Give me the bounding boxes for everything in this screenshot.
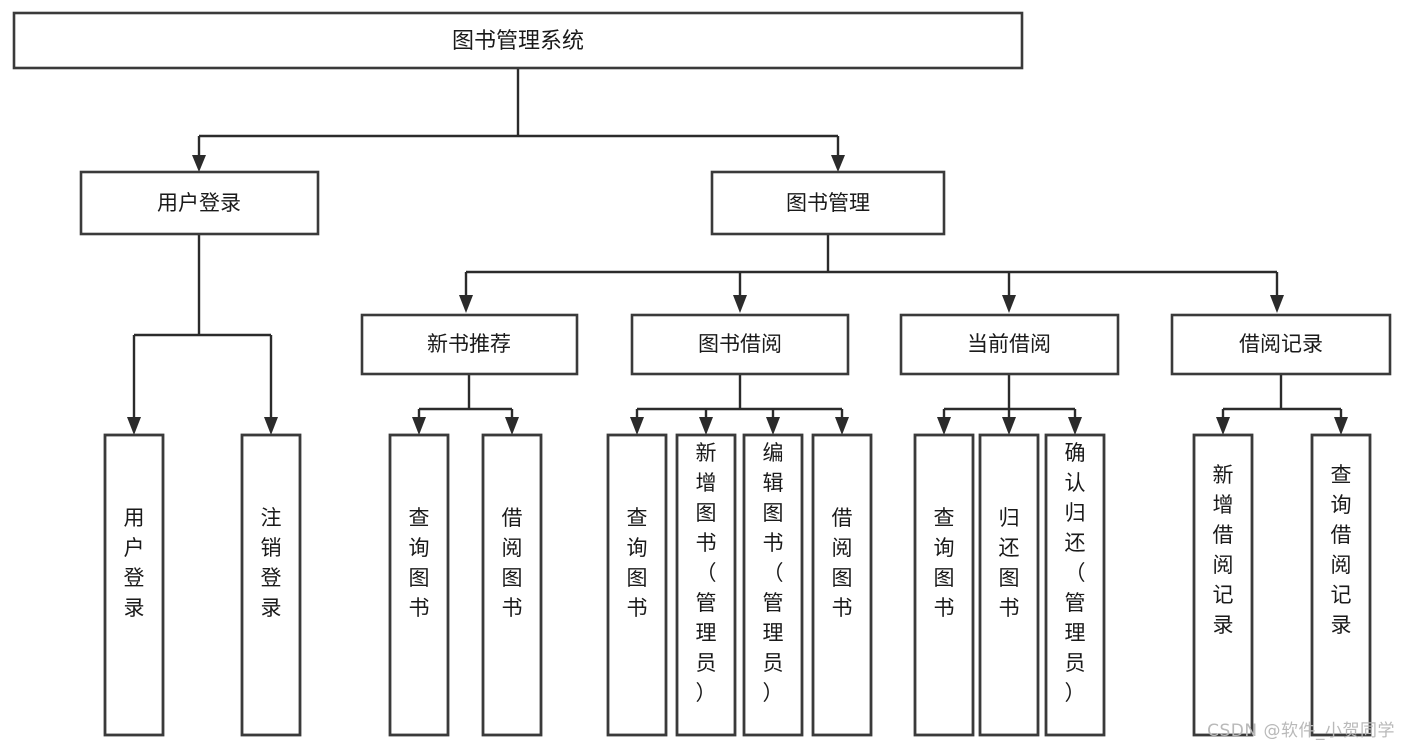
leaf-query-record-label: 查询借阅记录 — [1331, 463, 1352, 637]
new-book-recommend-label: 新书推荐 — [427, 332, 511, 356]
new-book-recommend-box[interactable] — [360, 313, 579, 376]
node-user-login[interactable]: 用户登录 — [79, 170, 320, 236]
arrowhead-book-management — [831, 155, 845, 172]
root-label: 图书管理系统 — [452, 29, 584, 54]
user-login-label: 用户登录 — [157, 191, 241, 215]
leaf-add-record[interactable]: 新增借阅记录 — [1192, 433, 1254, 737]
leaf-borrow-book-2-box[interactable] — [811, 433, 873, 737]
book-borrow-box[interactable] — [630, 313, 850, 376]
arrowhead-leaf-logout — [264, 417, 278, 435]
book-borrow-label: 图书借阅 — [698, 332, 782, 356]
leaf-borrow-book-1[interactable]: 借阅图书 — [481, 433, 543, 737]
arrowhead-leaf-query-book-1 — [412, 417, 426, 435]
current-borrow-label: 当前借阅 — [967, 332, 1051, 356]
leaf-logout-box[interactable] — [240, 433, 302, 737]
arrowhead-leaf-add-record — [1216, 417, 1230, 435]
leaf-edit-book-label: 编辑图书（管理员） — [763, 441, 784, 705]
leaf-return-book-label: 归还图书 — [999, 506, 1020, 620]
borrow-record-box[interactable] — [1170, 313, 1392, 376]
book-management-label: 图书管理 — [786, 191, 870, 215]
node-current-borrow[interactable]: 当前借阅 — [899, 313, 1120, 376]
arrowhead-leaf-confirm-return — [1068, 417, 1082, 435]
arrowhead-user-login — [192, 155, 206, 172]
node-new-book-recommend[interactable]: 新书推荐 — [360, 313, 579, 376]
arrowhead-leaf-query-book-2 — [630, 417, 644, 435]
leaf-add-book[interactable]: 新增图书（管理员） — [675, 433, 737, 737]
leaf-query-book-2-label: 查询图书 — [627, 506, 648, 620]
arrowhead-leaf-return-book — [1002, 417, 1016, 435]
leaf-confirm-return[interactable]: 确认归还（管理员） — [1044, 433, 1106, 737]
leaf-add-book-label: 新增图书（管理员） — [696, 441, 717, 705]
leaf-query-book-1-label: 查询图书 — [409, 506, 430, 620]
arrowhead-leaf-query-book-3 — [937, 417, 951, 435]
node-book-borrow[interactable]: 图书借阅 — [630, 313, 850, 376]
leaf-confirm-return-label: 确认归还（管理员） — [1065, 441, 1086, 705]
leaf-user-login-box[interactable] — [103, 433, 165, 737]
leaf-query-book-3-box[interactable] — [913, 433, 975, 737]
arrowhead-leaf-borrow-book-1 — [505, 417, 519, 435]
arrowhead-leaf-borrow-book-2 — [835, 417, 849, 435]
arrowhead-borrow-record — [1270, 295, 1284, 313]
book-management-box[interactable] — [710, 170, 946, 236]
leaf-query-book-3-label: 查询图书 — [934, 506, 955, 620]
arrowhead-leaf-edit-book — [766, 417, 780, 435]
node-borrow-record[interactable]: 借阅记录 — [1170, 313, 1392, 376]
current-borrow-box[interactable] — [899, 313, 1120, 376]
arrowhead-leaf-add-book — [699, 417, 713, 435]
leaf-borrow-book-2-label: 借阅图书 — [832, 506, 853, 620]
user-login-box[interactable] — [79, 170, 320, 236]
leaf-query-book-2[interactable]: 查询图书 — [606, 433, 668, 737]
leaf-query-book-2-box[interactable] — [606, 433, 668, 737]
leaf-edit-book-box[interactable] — [742, 433, 804, 737]
leaf-query-book-1[interactable]: 查询图书 — [388, 433, 450, 737]
arrowhead-leaf-query-record — [1334, 417, 1348, 435]
leaf-logout[interactable]: 注销登录 — [240, 433, 302, 737]
leaf-user-login[interactable]: 用户登录 — [103, 433, 165, 737]
leaf-add-record-label: 新增借阅记录 — [1213, 463, 1234, 637]
leaf-return-book[interactable]: 归还图书 — [978, 433, 1040, 737]
leaf-borrow-book-2[interactable]: 借阅图书 — [811, 433, 873, 737]
leaf-query-record[interactable]: 查询借阅记录 — [1310, 433, 1372, 737]
leaf-borrow-book-1-label: 借阅图书 — [502, 506, 523, 620]
leaf-borrow-book-1-box[interactable] — [481, 433, 543, 737]
leaf-add-book-box[interactable] — [675, 433, 737, 737]
arrowhead-book-borrow — [733, 295, 747, 313]
connector-layer — [127, 68, 1348, 435]
leaf-query-book-3[interactable]: 查询图书 — [913, 433, 975, 737]
arrowhead-new-book-recommend — [459, 295, 473, 313]
arrowhead-leaf-user-login — [127, 417, 141, 435]
leaf-query-record-box[interactable] — [1310, 433, 1372, 737]
root-box[interactable] — [12, 11, 1024, 70]
node-root[interactable]: 图书管理系统 — [12, 11, 1024, 70]
node-book-management[interactable]: 图书管理 — [710, 170, 946, 236]
arrowhead-current-borrow — [1002, 295, 1016, 313]
leaf-return-book-box[interactable] — [978, 433, 1040, 737]
leaf-add-record-box[interactable] — [1192, 433, 1254, 737]
leaf-edit-book[interactable]: 编辑图书（管理员） — [742, 433, 804, 737]
leaf-confirm-return-box[interactable] — [1044, 433, 1106, 737]
leaf-logout-label: 注销登录 — [261, 506, 282, 620]
borrow-record-label: 借阅记录 — [1239, 332, 1323, 356]
leaf-user-login-label: 用户登录 — [124, 506, 145, 620]
leaf-query-book-1-box[interactable] — [388, 433, 450, 737]
